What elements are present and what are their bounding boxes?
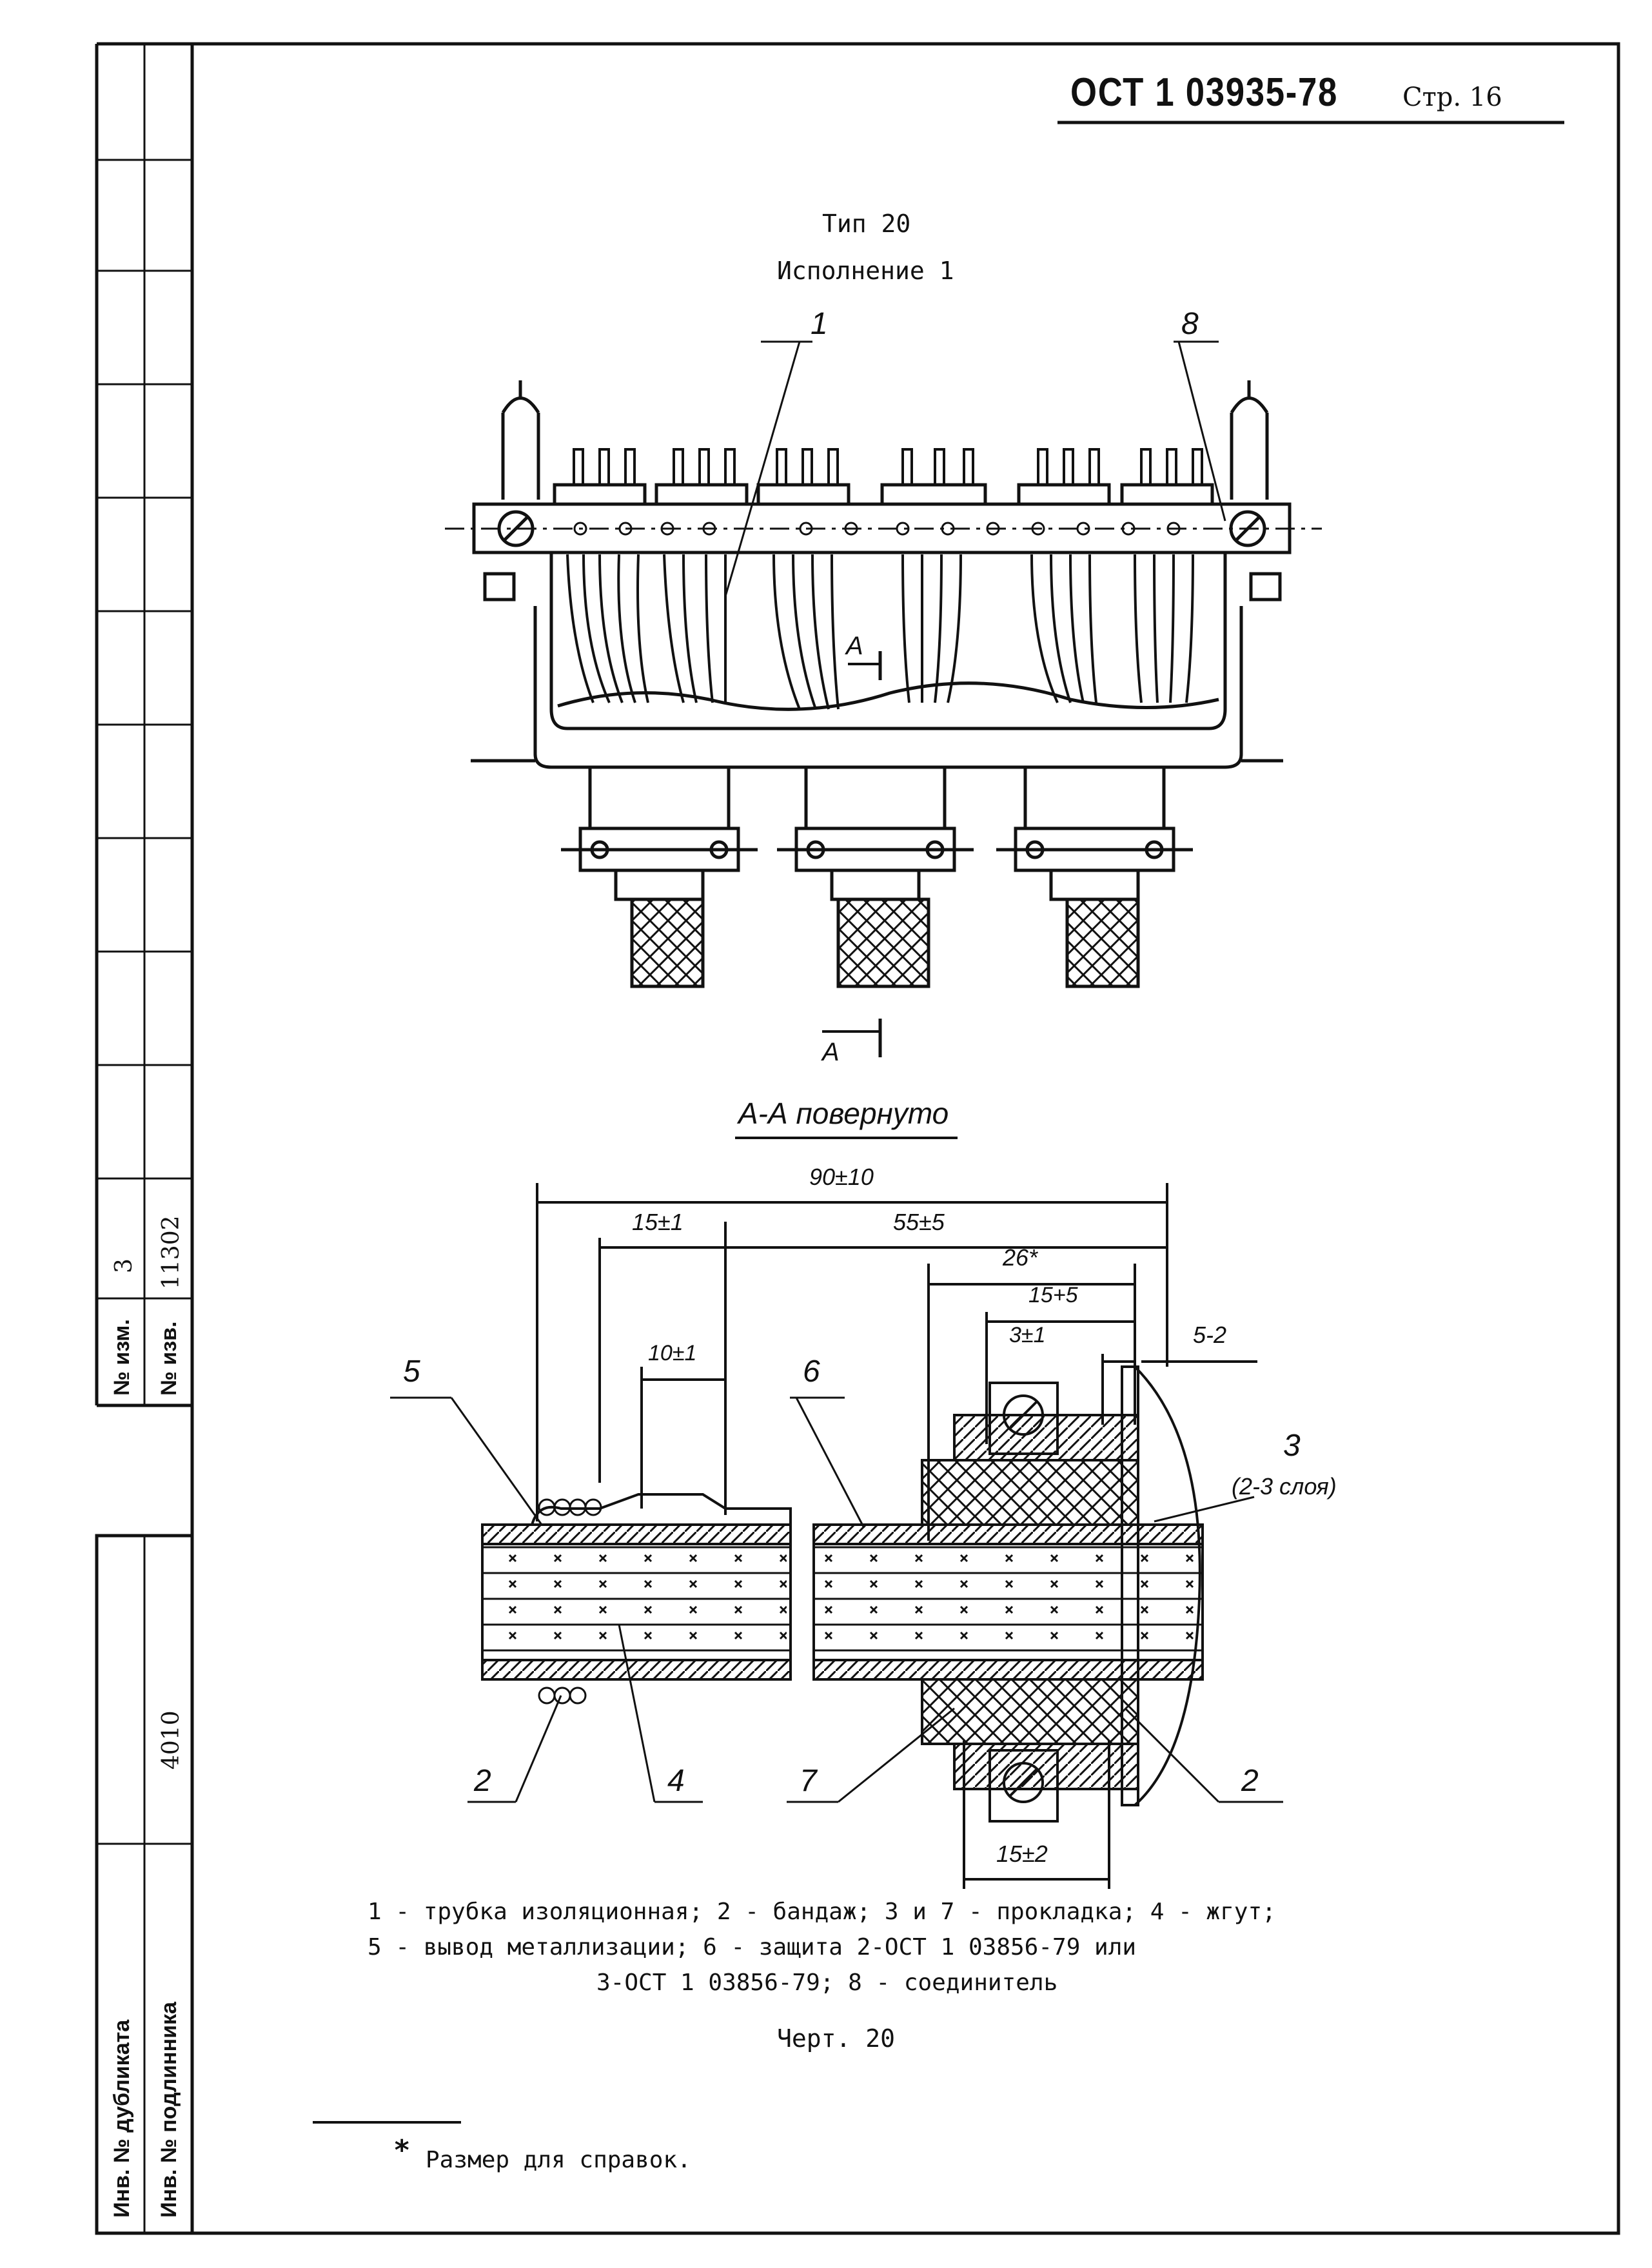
callout-5: 5 (403, 1354, 420, 1389)
stamp-change-no-label: № изм. (110, 1319, 134, 1396)
footnote-mark: * (393, 2134, 411, 2167)
stamp-original-inv: Инв. № подлинника (157, 2002, 181, 2218)
dim-26: 26* (1003, 1244, 1038, 1271)
dim-15-bottom: 15±2 (996, 1841, 1048, 1867)
callout-3: 3 (1283, 1429, 1301, 1463)
dim-overall: 90±10 (809, 1164, 874, 1190)
type-label: Тип 20 (822, 210, 911, 238)
callout-7: 7 (800, 1764, 817, 1798)
callout-2-left: 2 (474, 1764, 491, 1798)
legend-line-1: 1 - трубка изоляционная; 2 - бандаж; 3 и… (368, 1899, 1276, 1925)
section-view (313, 1183, 1283, 2124)
callout-2-right: 2 (1241, 1764, 1259, 1798)
stamp-change-no-value: 3 (111, 1258, 137, 1273)
page-number: Стр. 16 (1402, 83, 1502, 112)
section-marker-upper: А (846, 632, 863, 660)
legend-line-3: 3-ОСТ 1 03856-79; 8 - соединитель (596, 1970, 1058, 1996)
stamp-notice-no-value: 11302 (158, 1215, 184, 1289)
callout-3-layers: (2-3 слоя) (1232, 1473, 1337, 1500)
dim-3: 3±1 (1009, 1323, 1046, 1347)
figure-caption: Черт. 20 (777, 2024, 896, 2053)
stamp-duplicate-inv: Инв. № дубликата (110, 2019, 134, 2218)
stamp-notice-no-label: № изв. (157, 1321, 181, 1396)
dim-10: 10±1 (648, 1341, 697, 1365)
connector-assembly-view (445, 340, 1322, 1057)
footnote-text: Размер для справок. (426, 2147, 691, 2173)
callout-6: 6 (803, 1354, 820, 1389)
dim-5: 5-2 (1193, 1322, 1227, 1348)
callout-4: 4 (667, 1764, 685, 1798)
section-title: А-А повернуто (738, 1097, 949, 1130)
callout-8: 8 (1181, 307, 1199, 341)
outer-frame (190, 42, 1620, 2235)
legend-line-2: 5 - вывод металлизации; 6 - защита 2-ОСТ… (368, 1934, 1137, 1960)
standard-number: ОСТ 1 03935-78 (1070, 70, 1339, 115)
dim-15-plus: 15+5 (1028, 1283, 1078, 1307)
section-marker-lower: А (822, 1038, 840, 1066)
dim-15: 15±1 (632, 1209, 683, 1235)
callout-1: 1 (811, 307, 828, 341)
stamp-original-inv-value: 4010 (158, 1710, 184, 1770)
dim-55: 55±5 (893, 1209, 945, 1235)
variant-label: Исполнение 1 (777, 257, 954, 285)
